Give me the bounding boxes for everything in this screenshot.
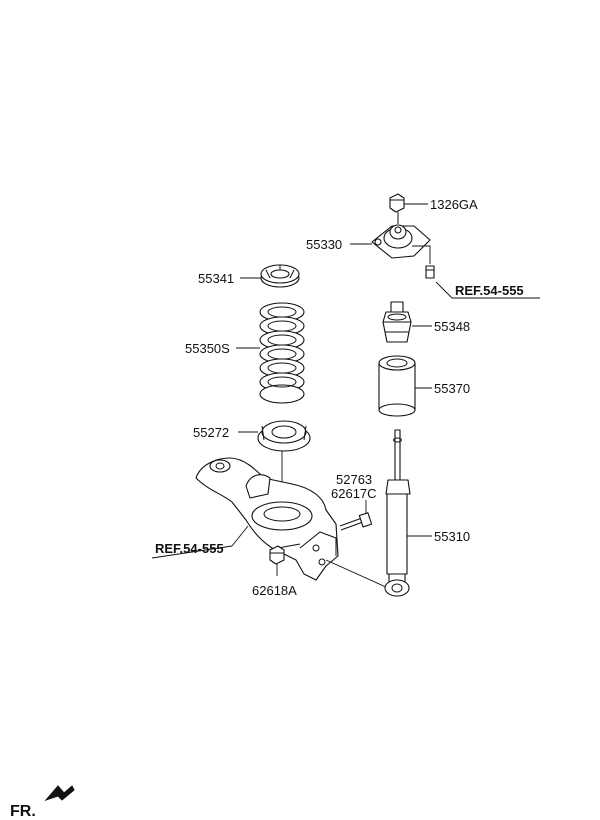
part-55310-shock-absorber [384,429,432,597]
fr-label: FR. [10,803,36,820]
part-55350s-spring [236,302,305,404]
label-62617c: 62617C [331,486,377,501]
label-55350s: 55350S [185,341,230,356]
label-55341: 55341 [198,271,234,286]
part-62618a-nut [269,543,301,576]
part-55330-mount [350,212,435,279]
label-52763: 52763 [336,472,372,487]
ref-top-label[interactable]: REF.54-555 [455,283,524,298]
fr-arrow-icon [44,785,75,802]
part-55341-pad [240,264,300,288]
part-62617c-bolt [339,500,373,531]
ref-left-label[interactable]: REF.54-555 [155,541,224,556]
label-55348: 55348 [434,319,470,334]
label-55310: 55310 [434,529,470,544]
part-55370-dust-cover [378,355,432,417]
label-1326ga: 1326GA [430,197,478,212]
part-55272-spring-seat [238,420,311,508]
label-55370: 55370 [434,381,470,396]
label-62618a: 62618A [252,583,297,598]
ref-top-leader [435,281,540,299]
label-55330: 55330 [306,237,342,252]
part-1326ga-nut [389,193,428,213]
label-55272: 55272 [193,425,229,440]
part-55348-bump-stop [382,301,432,343]
part-lower-arm [151,457,389,589]
